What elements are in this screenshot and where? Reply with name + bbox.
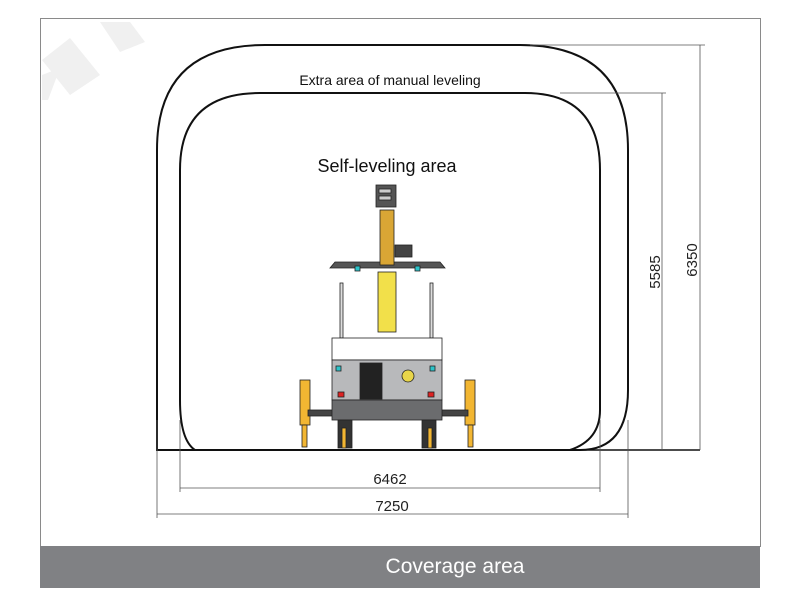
self-leveling-label: Self-leveling area — [317, 156, 457, 176]
inner-width-label: 6462 — [373, 471, 406, 488]
watermark-logo — [42, 22, 145, 100]
outer-width-label: 7250 — [375, 498, 408, 515]
inner-height-label: 5585 — [647, 255, 664, 288]
manual-leveling-area-outline — [156, 44, 629, 451]
height-dimensions — [156, 44, 705, 518]
manual-leveling-label: Extra area of manual leveling — [299, 72, 480, 88]
footer-title: Coverage area — [385, 555, 525, 578]
outer-height-label: 6350 — [684, 243, 701, 276]
diagram-frame — [40, 18, 761, 547]
footer-banner: Coverage area — [40, 546, 760, 588]
self-leveling-area-outline — [179, 92, 601, 451]
lighting-tower-machine — [299, 184, 476, 449]
